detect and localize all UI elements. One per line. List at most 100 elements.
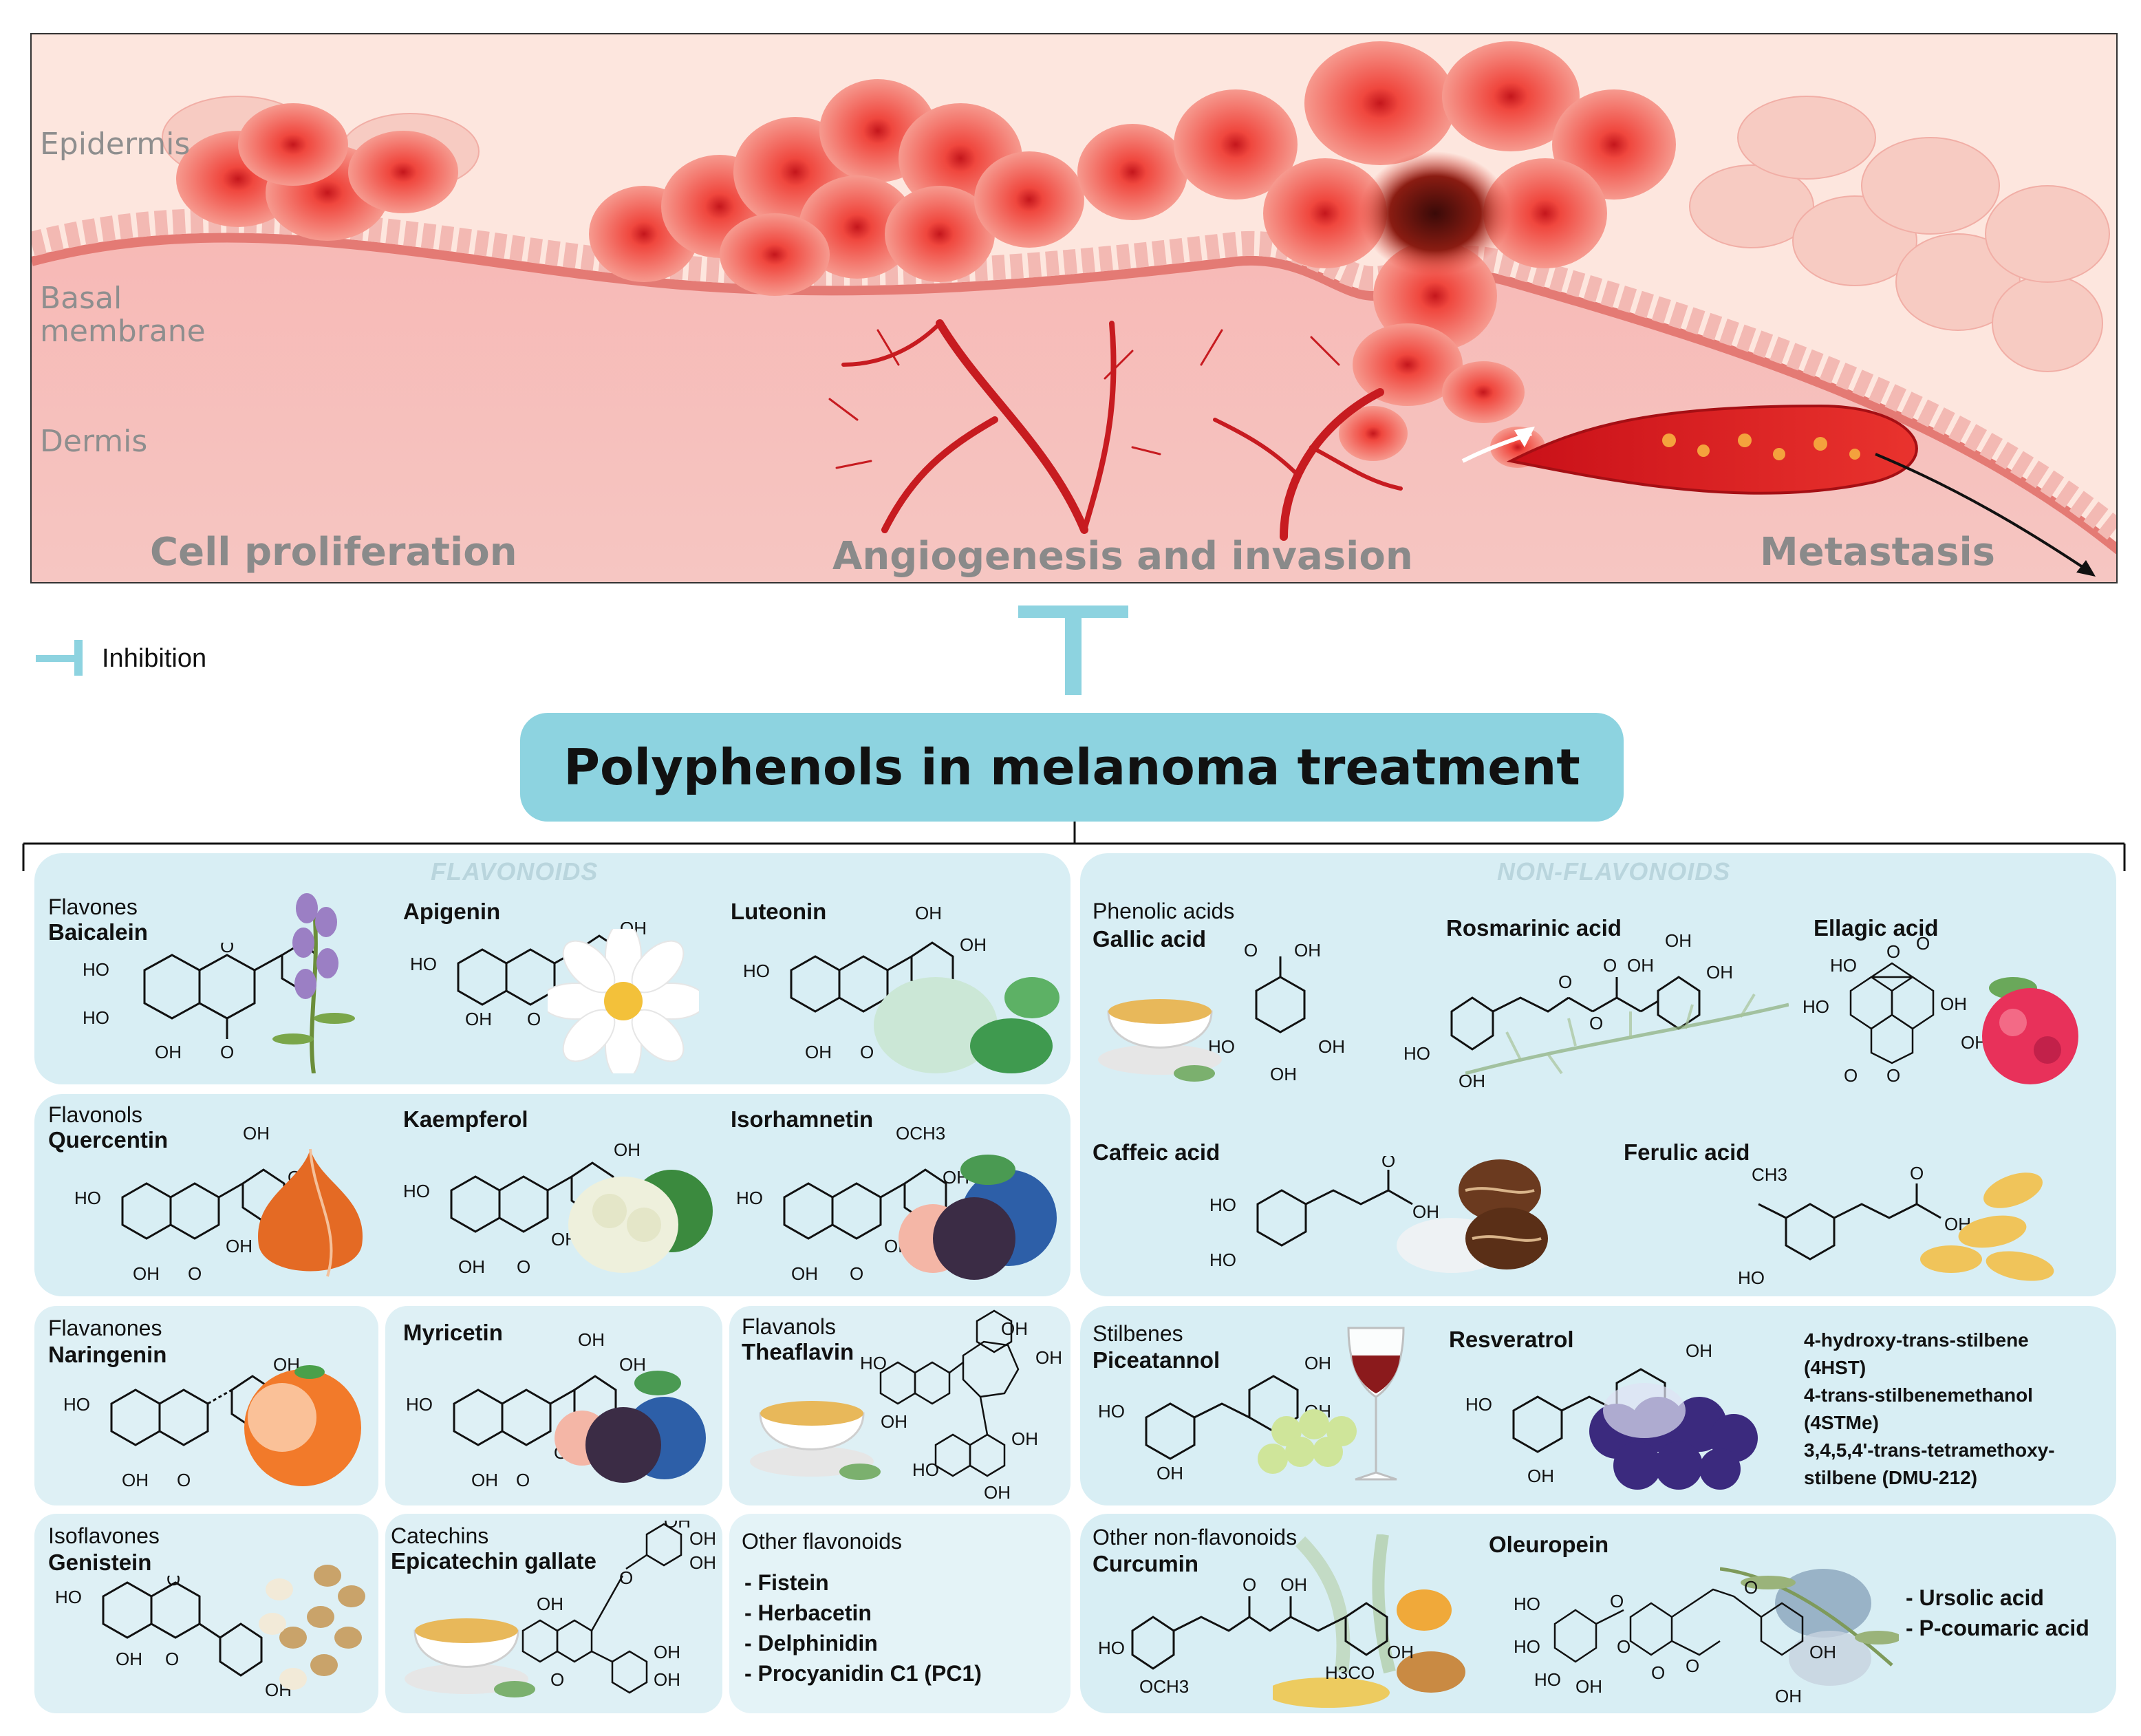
svg-text:HO: HO xyxy=(860,1353,887,1373)
svg-text:OH: OH xyxy=(1686,1340,1712,1361)
svg-text:OH: OH xyxy=(1270,1064,1297,1084)
flavonoids-heading: FLAVONOIDS xyxy=(431,857,599,886)
wine-grape-icon xyxy=(1258,1327,1405,1481)
flavanols-category: Flavanols xyxy=(742,1314,836,1339)
blackberry-icon xyxy=(899,1155,1057,1280)
soybean-icon xyxy=(259,1565,365,1690)
myricetin-name: Myricetin xyxy=(403,1320,503,1345)
svg-text:OH: OH xyxy=(1294,940,1321,961)
svg-text:HO: HO xyxy=(1209,1250,1236,1270)
svg-text:O: O xyxy=(1242,1574,1256,1595)
svg-text:HO: HO xyxy=(1803,996,1829,1017)
svg-text:OH: OH xyxy=(116,1649,142,1669)
svg-text:OH: OH xyxy=(1527,1466,1554,1486)
other-non-flavonoids-category: Other non-flavonoids xyxy=(1093,1525,1298,1550)
svg-text:OH: OH xyxy=(1304,1353,1331,1373)
svg-text:O: O xyxy=(517,1256,530,1277)
svg-text:OH: OH xyxy=(1775,1686,1802,1706)
luteonin-name: Luteonin xyxy=(731,899,827,924)
svg-text:O: O xyxy=(165,1649,179,1669)
theaflavin-structure: HO OH OH OH HO OH OH xyxy=(860,1309,1062,1500)
svg-text:OH: OH xyxy=(133,1263,160,1284)
svg-text:HO: HO xyxy=(55,1587,82,1607)
svg-text:OH: OH xyxy=(1011,1428,1038,1449)
svg-text:HO: HO xyxy=(1465,1394,1492,1415)
svg-text:O: O xyxy=(1686,1655,1699,1676)
basal-membrane-label: Basal membrane xyxy=(40,281,206,349)
svg-text:HO: HO xyxy=(406,1394,433,1415)
svg-text:O: O xyxy=(1910,1163,1924,1183)
other-flavonoids-list: - Fistein - Herbacetin - Delphinidin - P… xyxy=(744,1567,982,1689)
svg-text:OH: OH xyxy=(1706,962,1733,983)
svg-text:OH: OH xyxy=(578,1329,605,1350)
metastasis-label: Metastasis xyxy=(1760,530,1996,575)
svg-text:HO: HO xyxy=(83,1007,109,1028)
piceatannol-name: Piceatannol xyxy=(1093,1347,1220,1373)
svg-text:O: O xyxy=(1651,1662,1665,1683)
group-bracket xyxy=(22,822,2126,871)
svg-text:O: O xyxy=(188,1263,202,1284)
svg-text:OCH3: OCH3 xyxy=(1139,1676,1189,1697)
svg-text:HO: HO xyxy=(1403,1043,1430,1064)
svg-text:HO: HO xyxy=(1738,1267,1765,1287)
svg-text:OH: OH xyxy=(1156,1463,1183,1483)
svg-text:O: O xyxy=(166,1576,180,1589)
svg-text:O: O xyxy=(1603,955,1617,976)
ellagic-acid-name: Ellagic acid xyxy=(1814,915,1939,941)
svg-text:O: O xyxy=(516,1470,530,1490)
svg-text:O: O xyxy=(1381,1156,1395,1171)
other-flavonoids-panel xyxy=(729,1514,1070,1713)
cell-proliferation-label: Cell proliferation xyxy=(150,530,517,575)
svg-text:OH: OH xyxy=(689,1528,716,1549)
svg-text:OH: OH xyxy=(619,1354,646,1375)
grape-cluster-icon xyxy=(1589,1383,1758,1490)
chamomile-flower-icon xyxy=(548,929,699,1073)
phenolic-acids-category: Phenolic acids xyxy=(1093,899,1235,923)
svg-text:HO: HO xyxy=(1098,1638,1125,1658)
svg-text:OH: OH xyxy=(881,1411,907,1432)
svg-text:O: O xyxy=(177,1470,191,1490)
svg-text:O: O xyxy=(1589,1013,1603,1033)
svg-text:O: O xyxy=(1886,1065,1900,1086)
angiogenesis-label: Angiogenesis and invasion xyxy=(832,534,1413,579)
celery-leaf-icon xyxy=(874,977,1059,1073)
svg-text:HO: HO xyxy=(74,1188,101,1208)
svg-text:O: O xyxy=(1844,1065,1858,1086)
skullcap-flower-icon xyxy=(272,893,355,1073)
oleuropein-name: Oleuropein xyxy=(1489,1532,1609,1557)
svg-text:OH: OH xyxy=(1318,1036,1345,1057)
svg-text:O: O xyxy=(1744,1577,1758,1598)
svg-text:HO: HO xyxy=(410,954,437,974)
svg-text:OH: OH xyxy=(537,1594,563,1614)
skin-illustration: Epidermis Basal membrane Dermis Cell pro… xyxy=(30,33,2118,583)
flavonols-category: Flavonols xyxy=(48,1102,142,1127)
list-item: 3,4,5,4'-trans-tetramethoxy- xyxy=(1804,1439,2055,1461)
svg-text:HO: HO xyxy=(912,1459,939,1480)
skin-cross-section xyxy=(32,34,2116,582)
other-non-flavonoids-list: - Ursolic acid - P-coumaric acid xyxy=(1906,1583,2089,1643)
svg-text:OH: OH xyxy=(614,1139,641,1160)
svg-text:HO: HO xyxy=(403,1181,430,1201)
svg-text:HO: HO xyxy=(743,961,770,981)
non-flavonoids-heading: NON-FLAVONOIDS xyxy=(1497,857,1731,886)
list-item: stilbene (DMU-212) xyxy=(1804,1467,1978,1488)
flavanones-category: Flavanones xyxy=(48,1316,162,1340)
rice-grain-icon xyxy=(1920,1172,2054,1281)
dermis-label: Dermis xyxy=(40,424,148,459)
svg-text:H3CO: H3CO xyxy=(1325,1662,1375,1683)
svg-text:OH: OH xyxy=(155,1042,182,1062)
svg-text:OH: OH xyxy=(471,1470,498,1490)
inhibition-icon xyxy=(1018,606,1128,695)
svg-text:OH: OH xyxy=(960,934,987,955)
naringenin-name: Naringenin xyxy=(48,1342,167,1367)
svg-text:OH: OH xyxy=(465,1009,492,1029)
svg-text:OH: OH xyxy=(1412,1201,1439,1222)
svg-text:HO: HO xyxy=(1514,1636,1540,1657)
myricetin-berries-icon xyxy=(555,1371,706,1483)
coffee-bean-icon xyxy=(1397,1159,1548,1273)
svg-text:OH: OH xyxy=(458,1256,485,1277)
apigenin-name: Apigenin xyxy=(403,899,501,924)
